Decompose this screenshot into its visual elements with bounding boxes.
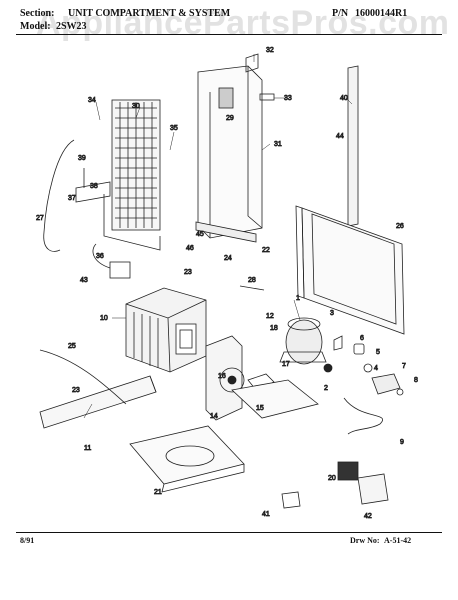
bottom-strip (195, 221, 257, 243)
drain-pan (129, 425, 245, 493)
part-label: 35 (170, 125, 178, 132)
part-label: 32 (266, 47, 274, 54)
model-label: Model: (20, 21, 51, 32)
part-label: 8 (414, 377, 418, 384)
part-label: 18 (270, 325, 278, 332)
left-hose (39, 349, 127, 405)
part-label: 23 (72, 387, 80, 394)
part-label: 42 (364, 513, 372, 520)
part-label: 17 (282, 361, 290, 368)
part-label: 24 (224, 255, 232, 262)
part-label: 30 (132, 103, 140, 110)
part-label: 5 (376, 349, 380, 356)
part-label: 33 (284, 95, 292, 102)
part-label: 22 (262, 247, 270, 254)
vertical-strip (347, 65, 359, 227)
drawing-number: A-51-42 (384, 536, 412, 545)
panel-bracket (259, 93, 275, 101)
grommet (323, 363, 333, 373)
back-panel (197, 65, 263, 239)
base-plate (231, 379, 319, 419)
drain-tube (43, 139, 75, 252)
part-label: 25 (68, 343, 76, 350)
compressor (279, 317, 327, 365)
part-label: 31 (274, 141, 282, 148)
part-label: 11 (84, 445, 91, 452)
section-label: Section: (20, 8, 55, 19)
part-label: 46 (186, 245, 194, 252)
part-label: 12 (266, 313, 274, 320)
part-label: 9 (400, 439, 404, 446)
power-cord (343, 397, 383, 435)
revision-date: 8/91 (20, 536, 35, 545)
footer-rule (16, 532, 442, 534)
part-label: 14 (210, 413, 218, 420)
screw (396, 388, 404, 396)
air-duct (39, 375, 157, 429)
section-title: UNIT COMPARTMENT & SYSTEM (68, 8, 231, 19)
cover-plate (357, 473, 389, 505)
fan-blade (337, 461, 359, 481)
part-label: 39 (78, 155, 86, 162)
relay-box (109, 261, 131, 279)
part-number: 16000144R1 (355, 8, 408, 19)
coil-bracket (75, 181, 111, 203)
wire (239, 285, 265, 291)
overload (333, 335, 343, 351)
part-label: 34 (88, 97, 96, 104)
terminal-cover (353, 343, 365, 355)
condenser-coil (103, 99, 161, 251)
fan-shroud (125, 287, 207, 373)
relay-overload (371, 373, 401, 395)
model-number: 2SW23 (56, 21, 87, 32)
clip-ring (363, 363, 373, 373)
part-label: 15 (256, 405, 264, 412)
part-label: 3 (330, 310, 334, 317)
part-label: 27 (36, 215, 44, 222)
part-label: 21 (154, 489, 162, 496)
part-label: 20 (328, 475, 336, 482)
part-label: 10 (100, 315, 108, 322)
part-label: 40 (340, 95, 348, 102)
part-label: 6 (360, 335, 364, 342)
mounting-plate (281, 491, 301, 509)
part-label: 37 (68, 195, 76, 202)
fan-bracket (205, 335, 275, 421)
drawing-label: Drw No: (350, 536, 380, 545)
part-label: 36 (96, 253, 104, 260)
part-label: 4 (374, 365, 378, 372)
part-label: 26 (396, 223, 404, 230)
part-label: 7 (402, 363, 406, 370)
part-label: 43 (80, 277, 88, 284)
part-label: 44 (336, 133, 344, 140)
part-label: 16 (218, 373, 226, 380)
part-label: 45 (196, 231, 204, 238)
part-label: 1 (296, 295, 300, 302)
part-label: 2 (324, 385, 328, 392)
header-rule (16, 34, 442, 36)
part-label: 28 (248, 277, 256, 284)
part-label: 41 (262, 511, 270, 518)
part-label: 29 (226, 115, 234, 122)
pn-label: P/N (332, 8, 349, 19)
part-label: 38 (90, 183, 98, 190)
part-label: 23 (184, 269, 192, 276)
condenser-panel (295, 205, 405, 335)
